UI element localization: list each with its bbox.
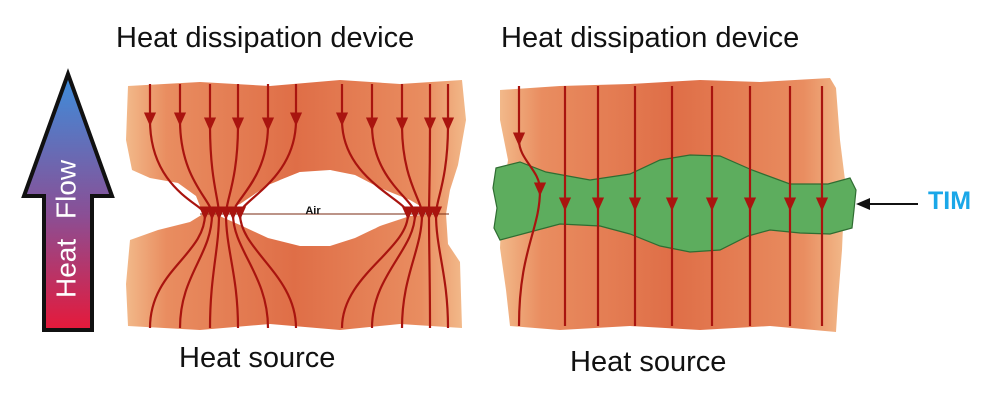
right-contact-panel bbox=[492, 78, 918, 332]
heat-flow-arrow-word-flow: Flow bbox=[50, 159, 81, 219]
left-flow-line bbox=[422, 84, 437, 329]
left-contact-panel: Air bbox=[126, 80, 466, 330]
heat-flow-arrow-shape bbox=[21, 68, 115, 332]
heat-source-label-left: Heat source bbox=[179, 342, 336, 374]
right-heat-flow-lines bbox=[512, 86, 829, 327]
left-flow-line bbox=[395, 84, 429, 329]
heat-flow-arrow: Heat Flow bbox=[21, 68, 115, 332]
heat-source-label-right: Heat source bbox=[570, 346, 727, 378]
heat-dissipation-device-label-left: Heat dissipation device bbox=[116, 22, 415, 54]
left-heat-flow-lines bbox=[143, 84, 455, 329]
tim-label: TIM bbox=[928, 187, 972, 215]
left-flow-line bbox=[233, 84, 303, 329]
heat-dissipation-device-label-right: Heat dissipation device bbox=[501, 22, 800, 54]
left-flow-line bbox=[429, 84, 455, 329]
air-label: Air bbox=[305, 205, 321, 217]
right-flow-line bbox=[512, 86, 547, 327]
left-flow-line bbox=[203, 84, 226, 329]
tim-pointer bbox=[856, 198, 918, 210]
heat-flow-arrow-word-heat: Heat bbox=[50, 239, 81, 298]
